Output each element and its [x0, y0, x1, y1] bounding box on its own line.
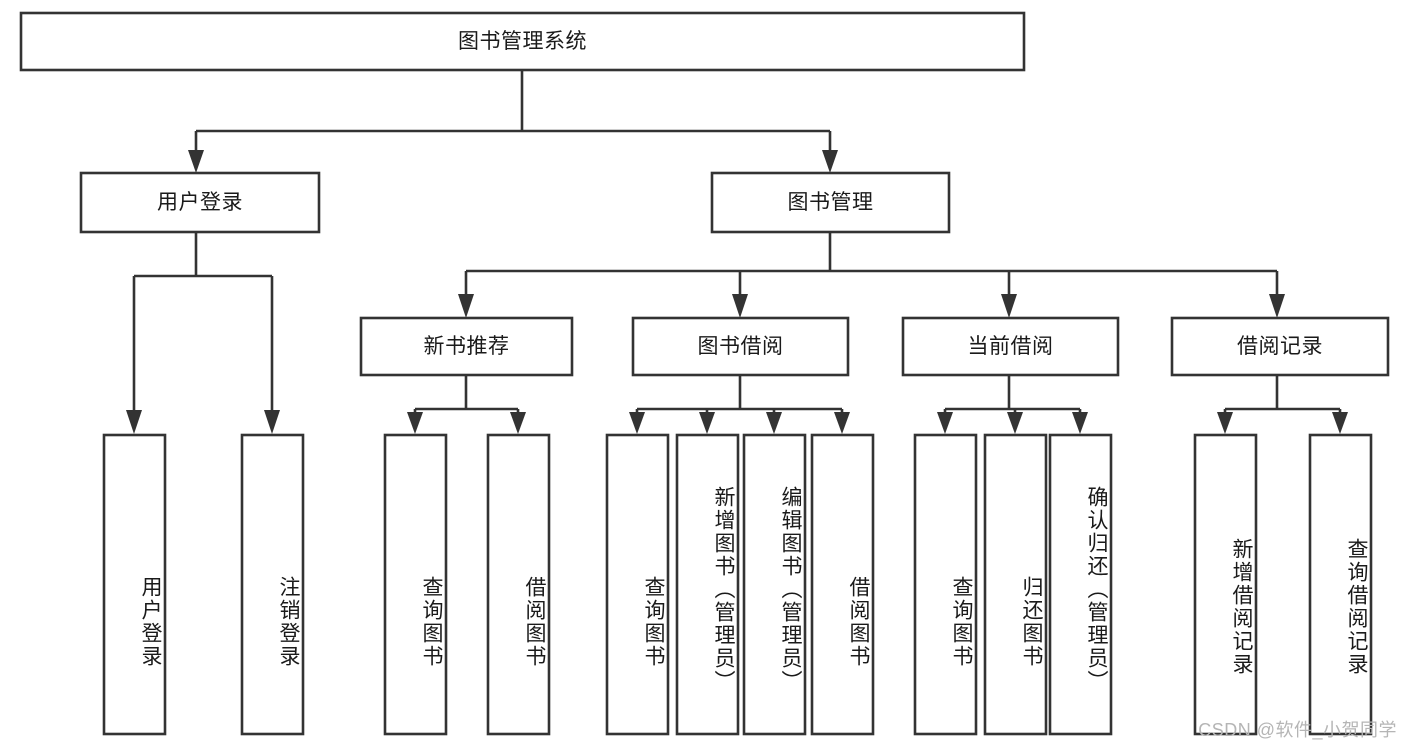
arrow-borrow-record	[1269, 294, 1285, 318]
node-box-book-borrow[interactable]	[631, 316, 850, 377]
node-box-leaf-new-book-1[interactable]	[383, 433, 448, 736]
arrow-leaf-new-book-1	[407, 412, 423, 434]
arrow-leaf-current-borrow-1	[937, 412, 953, 434]
arrow-leaf-user-login-1	[126, 410, 142, 434]
node-box-leaf-borrow-record-2[interactable]	[1308, 433, 1373, 736]
node-box-leaf-current-borrow-1[interactable]	[913, 433, 978, 736]
connector-layer	[126, 70, 1348, 434]
arrow-leaf-borrow-record-2	[1332, 412, 1348, 434]
arrow-leaf-borrow-record-1	[1217, 412, 1233, 434]
node-box-leaf-current-borrow-2[interactable]	[983, 433, 1048, 736]
node-box-current-borrow[interactable]	[901, 316, 1120, 377]
arrow-leaf-user-login-2	[264, 410, 280, 434]
arrow-book-manage	[822, 150, 838, 173]
arrow-leaf-current-borrow-3	[1072, 412, 1088, 434]
node-box-leaf-current-borrow-3[interactable]	[1048, 433, 1113, 736]
arrow-user-login	[188, 150, 204, 173]
node-box-layer	[19, 11, 1390, 736]
arrow-new-book	[458, 294, 474, 318]
arrow-leaf-book-borrow-2	[699, 412, 715, 434]
node-box-user-login[interactable]	[79, 171, 321, 234]
node-box-leaf-book-borrow-4[interactable]	[810, 433, 875, 736]
csdn-watermark: CSDN @软件_小贺同学	[1198, 720, 1397, 740]
node-box-root[interactable]	[19, 11, 1026, 72]
arrow-leaf-book-borrow-3	[766, 412, 782, 434]
arrow-leaf-book-borrow-4	[834, 412, 850, 434]
node-box-leaf-book-borrow-3[interactable]	[742, 433, 807, 736]
arrow-book-borrow	[732, 294, 748, 318]
node-box-leaf-user-login-2[interactable]	[240, 433, 305, 736]
node-box-leaf-book-borrow-1[interactable]	[605, 433, 670, 736]
node-box-leaf-new-book-2[interactable]	[486, 433, 551, 736]
node-box-leaf-book-borrow-2[interactable]	[675, 433, 740, 736]
node-box-book-manage[interactable]	[710, 171, 951, 234]
node-box-new-book-recommend[interactable]	[359, 316, 574, 377]
node-box-borrow-record[interactable]	[1170, 316, 1390, 377]
arrow-leaf-new-book-2	[510, 412, 526, 434]
node-box-leaf-user-login-1[interactable]	[102, 433, 167, 736]
arrow-leaf-book-borrow-1	[629, 412, 645, 434]
arrow-current-borrow	[1001, 294, 1017, 318]
node-box-leaf-borrow-record-1[interactable]	[1193, 433, 1258, 736]
arrow-leaf-current-borrow-2	[1007, 412, 1023, 434]
